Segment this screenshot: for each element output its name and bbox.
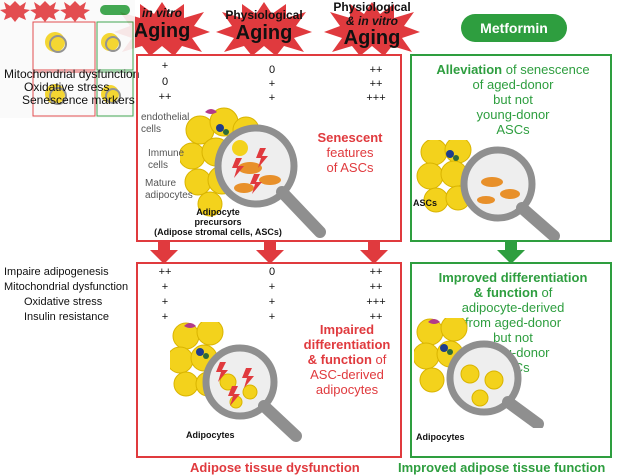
metformin-top-text: Alleviation of senescence of aged-donor … — [436, 62, 590, 137]
label-ascs: ASCs — [413, 198, 438, 208]
bot-val-2-3: +++ — [366, 296, 386, 308]
bottom-row-label-3: Insulin resistance — [24, 311, 109, 323]
star-physiological — [216, 2, 312, 56]
senescent-features: Senescent features of ASCs — [317, 130, 383, 175]
header-physiological: Physiological Aging — [225, 8, 303, 44]
bot-val-1-3: ++ — [369, 281, 383, 293]
thumbnail-inset — [0, 0, 135, 118]
bottom-row-label-2: Oxidative stress — [24, 296, 103, 308]
impaired-text: Impaired differentiation & function of A… — [303, 322, 391, 397]
top-row-label-2: Senescence markers — [22, 93, 135, 107]
top-row-label-1: Oxidative stress — [24, 80, 110, 94]
bot-val-0-3: ++ — [369, 266, 383, 278]
bot-val-0-1: ++ — [158, 266, 172, 278]
metformin-bottom-text: Improved differentiation & function of a… — [438, 270, 588, 375]
tissue-illustration-top — [180, 107, 326, 238]
top-val-2-3: +++ — [366, 92, 386, 104]
metformin-badge: Metformin — [461, 14, 567, 42]
tissue-illustration-bottom — [170, 322, 302, 442]
top-val-2-1: ++ — [158, 91, 172, 103]
top-val-0-2: 0 — [268, 64, 276, 76]
star-in-vitro — [114, 2, 210, 56]
label-adipocytes-bottom: Adipocytes — [186, 430, 235, 440]
bot-val-3-2: + — [268, 311, 276, 323]
label-endothelial: endothelial cells — [141, 112, 190, 135]
label-adipocytes-metformin: Adipocytes — [416, 432, 465, 442]
bottom-row-label-0: Impaire adipogenesis — [4, 266, 109, 278]
footer-improved: Improved adipose tissue function — [398, 460, 606, 475]
top-val-1-3: ++ — [369, 78, 383, 90]
tissue-illustration-metformin-top — [416, 140, 560, 240]
bot-val-2-2: + — [268, 296, 276, 308]
top-val-1-1: 0 — [161, 76, 169, 88]
bot-val-1-2: + — [268, 281, 276, 293]
bot-val-3-1: + — [161, 311, 169, 323]
label-precursors: Adipocyte precursors (Adipose stromal ce… — [154, 207, 282, 237]
bot-val-2-1: + — [161, 296, 169, 308]
label-mature: Mature adipocytes — [145, 178, 193, 201]
top-row-label-0: Mitochondrial dysfunction — [4, 67, 140, 81]
bot-val-0-2: 0 — [268, 266, 276, 278]
bottom-row-label-1: Mitochondrial dysfunction — [4, 281, 129, 293]
label-immune: Immune cells — [148, 148, 185, 171]
top-val-0-3: ++ — [369, 64, 383, 76]
red-arrows — [150, 240, 525, 264]
top-val-0-1: + — [161, 60, 169, 72]
bot-val-3-3: ++ — [369, 311, 383, 323]
top-val-2-2: + — [268, 92, 276, 104]
footer-dysfunction: Adipose tissue dysfunction — [190, 460, 360, 475]
star-combined — [324, 2, 420, 56]
header-in-vitro: in vitro Aging — [133, 6, 191, 42]
header-combined: Physiological & in vitro Aging — [333, 0, 411, 49]
tissue-illustration-metformin-bottom — [414, 318, 544, 428]
bot-val-1-1: + — [161, 281, 169, 293]
top-val-1-2: + — [268, 78, 276, 90]
